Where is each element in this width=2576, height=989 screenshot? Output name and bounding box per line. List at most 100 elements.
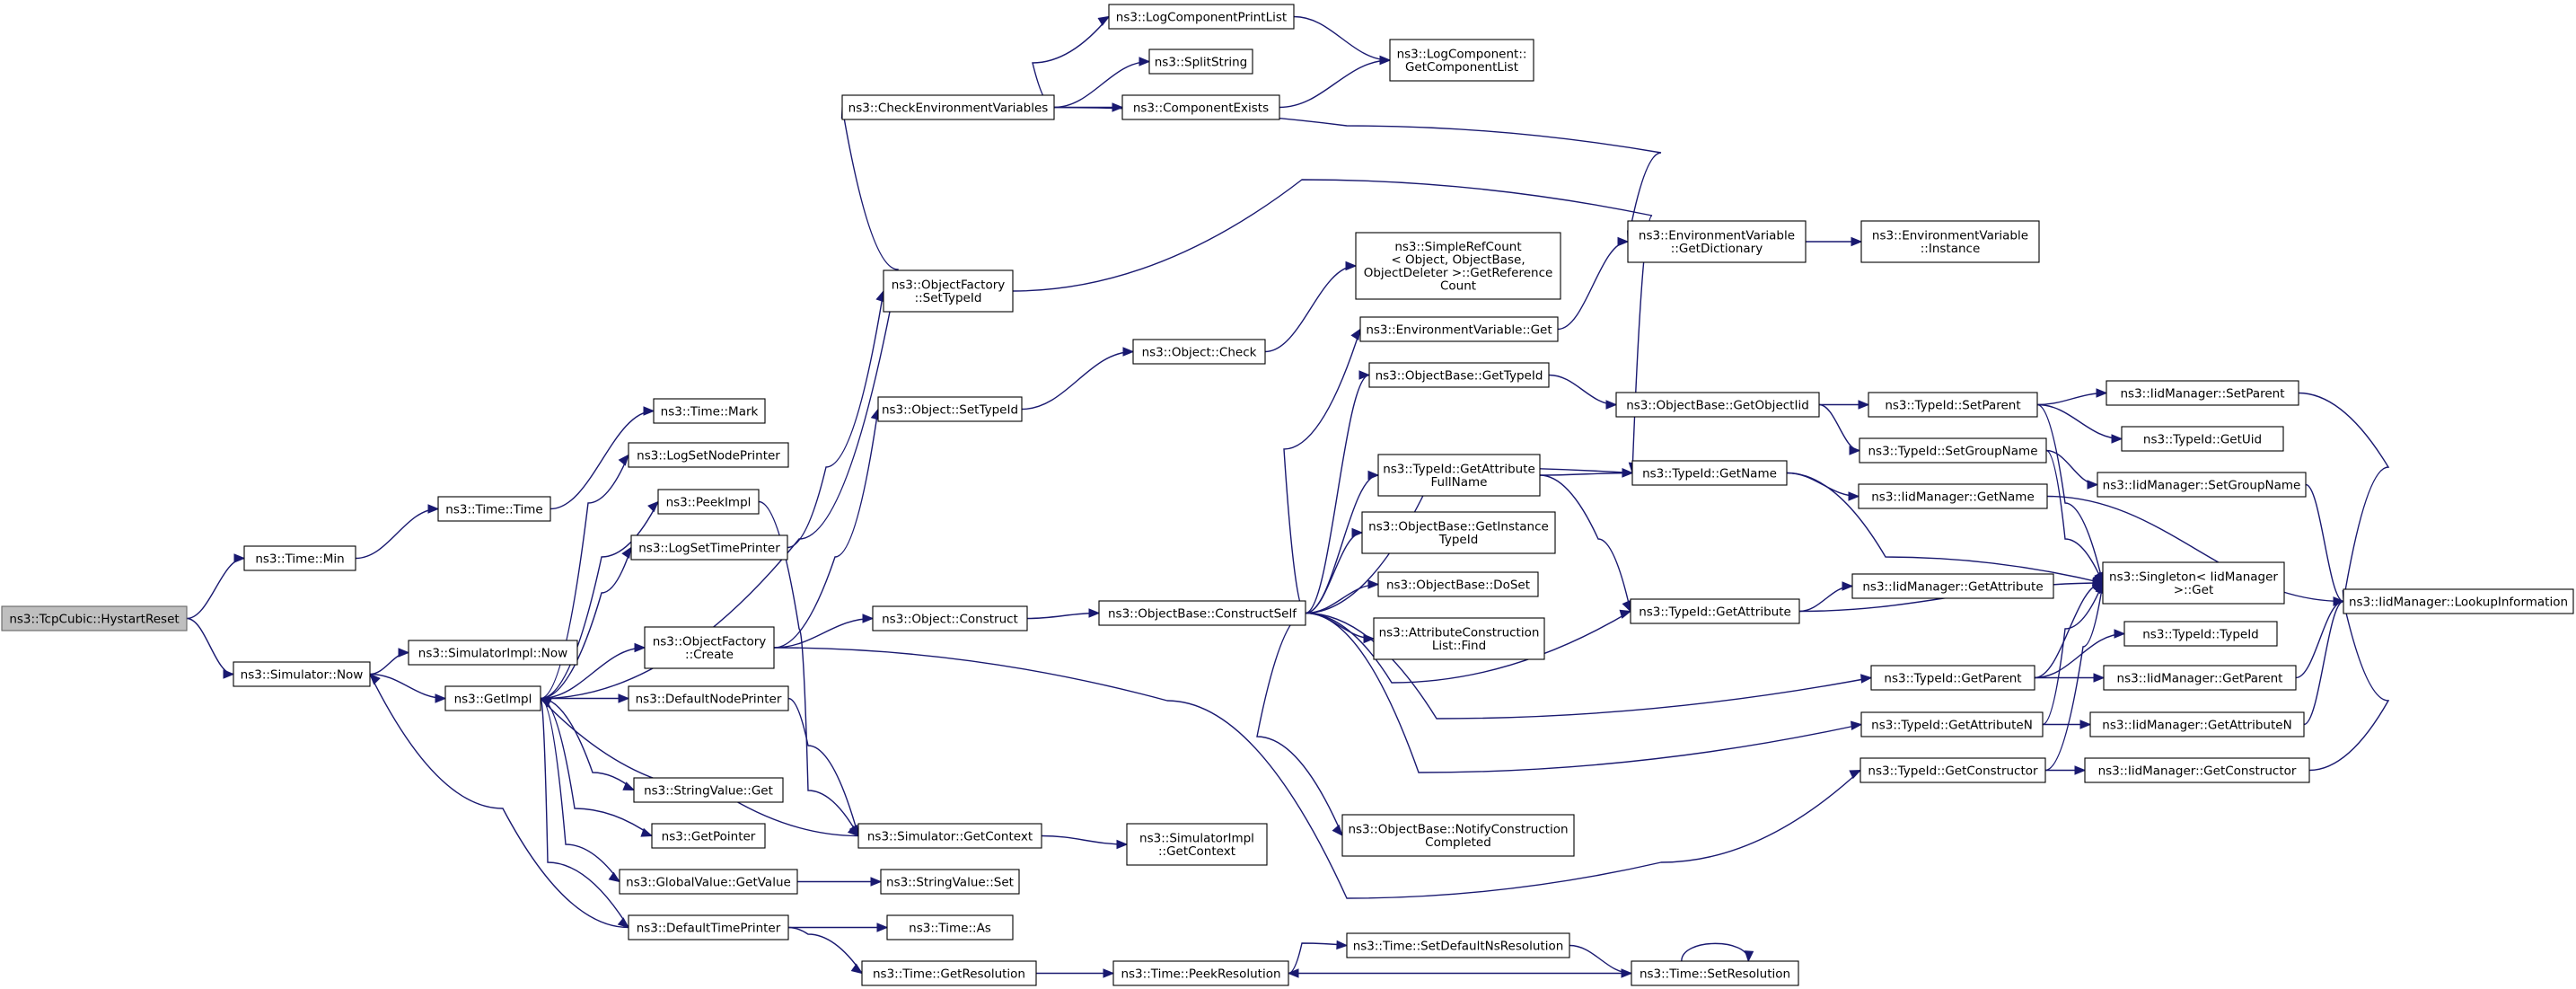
node-objbasegettype[interactable]: ns3::ObjectBase::GetTypeId [1368, 362, 1550, 388]
node-typeidgetattrn[interactable]: ns3::TypeId::GetAttributeN [1860, 711, 2044, 737]
node-checkenv[interactable]: ns3::CheckEnvironmentVariables [841, 94, 1055, 120]
node-box [2343, 588, 2574, 614]
node-iidgetattr[interactable]: ns3::IidManager::GetAttribute [1851, 573, 2054, 599]
node-label: ns3::IidManager::SetParent [2121, 386, 2285, 401]
node-compexists[interactable]: ns3::ComponentExists [1121, 94, 1280, 120]
node-setdefaultres[interactable]: ns3::Time::SetDefaultNsResolution [1346, 932, 1570, 958]
node-doset[interactable]: ns3::ObjectBase::DoSet [1377, 571, 1539, 597]
node-splitstring[interactable]: ns3::SplitString [1148, 49, 1253, 75]
node-typeidgetconst[interactable]: ns3::TypeId::GetConstructor [1859, 757, 2046, 783]
node-stringvalueget[interactable]: ns3::StringValue::Get [633, 777, 784, 803]
node-box [1859, 437, 2047, 464]
node-constructself[interactable]: ns3::ObjectBase::ConstructSelf [1098, 600, 1306, 626]
node-label: ns3::IidManager::LookupInformation [2349, 595, 2568, 609]
node-timemark[interactable]: ns3::Time::Mark [653, 398, 766, 424]
node-box [437, 496, 551, 522]
node-getpointer[interactable]: ns3::GetPointer [651, 823, 766, 849]
edge-typeidsetgroup-to-iidsetgroup [2045, 449, 2099, 490]
node-typeidsetgroup[interactable]: ns3::TypeId::SetGroupName [1859, 437, 2047, 464]
node-box [1361, 511, 1556, 554]
node-simimplctx[interactable]: ns3::SimulatorImpl::GetContext [1126, 823, 1268, 866]
node-getobjectiid[interactable]: ns3::ObjectBase::GetObjectIid [1615, 392, 1820, 418]
node-box [1341, 814, 1575, 857]
node-logsetnode[interactable]: ns3::LogSetNodePrinter [628, 442, 789, 468]
node-objconstruct[interactable]: ns3::Object::Construct [872, 605, 1028, 631]
node-timegetres[interactable]: ns3::Time::GetResolution [861, 960, 1037, 986]
node-singleton[interactable]: ns3::Singleton< IidManager >::Get [2102, 561, 2285, 605]
node-simplerefcount[interactable]: ns3::SimpleRefCount< Object, ObjectBase,… [1355, 232, 1561, 300]
node-notifyconst[interactable]: ns3::ObjectBase::NotifyConstructionCompl… [1341, 814, 1575, 857]
edge-compexists-to-logcompget [1279, 55, 1392, 109]
node-iidgetconst[interactable]: ns3::IidManager::GetConstructor [2084, 757, 2310, 783]
node-box [1868, 392, 2038, 418]
node-hystart[interactable]: ns3::TcpCubic::HystartReset [1, 605, 188, 631]
edge-arrowhead [1858, 400, 1870, 410]
node-typeidgetuid[interactable]: ns3::TypeId::GetUid [2121, 426, 2284, 452]
node-iidgetattrn[interactable]: ns3::IidManager::GetAttributeN [2089, 711, 2305, 737]
node-typeidtypeid[interactable]: ns3::TypeId::TypeId [2123, 621, 2278, 647]
node-timeas[interactable]: ns3::Time::As [886, 914, 1014, 940]
node-label: ns3::Time::Mark [661, 404, 759, 419]
node-objfactsettype[interactable]: ns3::ObjectFactory::SetTypeId [883, 269, 1014, 313]
node-timepeekres[interactable]: ns3::Time::PeekResolution [1112, 960, 1289, 986]
node-peekimpl[interactable]: ns3::PeekImpl [657, 489, 760, 515]
node-typeidgetattr[interactable]: ns3::TypeId::GetAttribute [1630, 598, 1800, 624]
node-iidgetname[interactable]: ns3::IidManager::GetName [1858, 483, 2048, 509]
node-envgetdict[interactable]: ns3::EnvironmentVariable::GetDictionary [1627, 220, 1807, 263]
edge-typeidsetparent-to-typeidgetuid [2036, 403, 2123, 444]
edge-constructself-to-typeidgetattrn [1305, 612, 1863, 773]
edge-line [540, 698, 859, 837]
node-timemin[interactable]: ns3::Time::Min [243, 545, 356, 571]
node-iidsetgroup[interactable]: ns3::IidManager::SetGroupName [2097, 472, 2307, 498]
node-iidgetparent[interactable]: ns3::IidManager::GetParent [2103, 665, 2297, 691]
node-simnow[interactable]: ns3::Simulator::Now [233, 661, 371, 687]
node-objfactcreate[interactable]: ns3::ObjectFactory::Create [644, 626, 775, 669]
edge-line [2308, 601, 2390, 772]
edge-arrowhead [1849, 769, 1862, 780]
node-box [886, 914, 1014, 940]
node-logcompget[interactable]: ns3::LogComponent::GetComponentList [1389, 39, 1534, 82]
node-envinstance[interactable]: ns3::EnvironmentVariable::Instance [1860, 220, 2040, 263]
node-typeidsetparent[interactable]: ns3::TypeId::SetParent [1868, 392, 2038, 418]
node-stringvalueset[interactable]: ns3::StringValue::Set [880, 869, 1020, 895]
edge-hystart-to-simnow [186, 617, 235, 679]
edge-line [787, 290, 884, 549]
edge-setdefaultres-to-timesetres [1569, 944, 1633, 978]
node-deftimeprinter[interactable]: ns3::DefaultTimePrinter [628, 914, 789, 940]
node-typeidgetname[interactable]: ns3::TypeId::GetName [1631, 460, 1788, 486]
node-simimplnow[interactable]: ns3::SimulatorImpl::Now [408, 640, 578, 666]
node-timesetres[interactable]: ns3::Time::SetResolution [1631, 960, 1799, 986]
node-typeidgetparent[interactable]: ns3::TypeId::GetParent [1870, 665, 2035, 691]
edge-simgetctx-to-getimpl [539, 697, 859, 837]
node-lookup[interactable]: ns3::IidManager::LookupInformation [2343, 588, 2574, 614]
edge-arrowhead [850, 963, 864, 975]
node-objcheck[interactable]: ns3::Object::Check [1132, 339, 1266, 365]
node-box [872, 605, 1028, 631]
node-label: ns3::TypeId::SetGroupName [1868, 444, 2037, 458]
edge-arrowhead [617, 917, 630, 929]
edge-line [186, 617, 234, 676]
node-logcomplist[interactable]: ns3::LogComponentPrintList [1108, 4, 1295, 30]
edge-timepeekres-to-setdefaultres [1288, 940, 1349, 975]
edge-arrowhead [1332, 824, 1343, 837]
node-globalvalue[interactable]: ns3::GlobalValue::GetValue [619, 869, 798, 895]
node-envget[interactable]: ns3::EnvironmentVariable::Get [1359, 316, 1559, 342]
node-timetime[interactable]: ns3::Time::Time [437, 496, 551, 522]
node-box [408, 640, 578, 666]
node-iidsetparent[interactable]: ns3::IidManager::SetParent [2106, 380, 2299, 406]
node-label: ns3::Time::SetDefaultNsResolution [1353, 939, 1564, 953]
node-simgetctx[interactable]: ns3::Simulator::GetContext [857, 823, 1042, 849]
node-objsettype[interactable]: ns3::Object::SetTypeId [877, 396, 1023, 422]
node-getimpl[interactable]: ns3::GetImpl [444, 685, 541, 711]
edge-line [1283, 329, 1361, 614]
edge-arrowhead [1367, 470, 1380, 481]
node-label: ns3::TypeId::GetName [1642, 466, 1777, 481]
edge-arrowhead [1367, 579, 1380, 589]
node-logsettime[interactable]: ns3::LogSetTimePrinter [630, 534, 788, 561]
node-label: ns3::SimpleRefCount [1394, 240, 1521, 254]
node-defnodeprinter[interactable]: ns3::DefaultNodePrinter [628, 685, 789, 711]
node-label: ns3::PeekImpl [666, 495, 752, 509]
